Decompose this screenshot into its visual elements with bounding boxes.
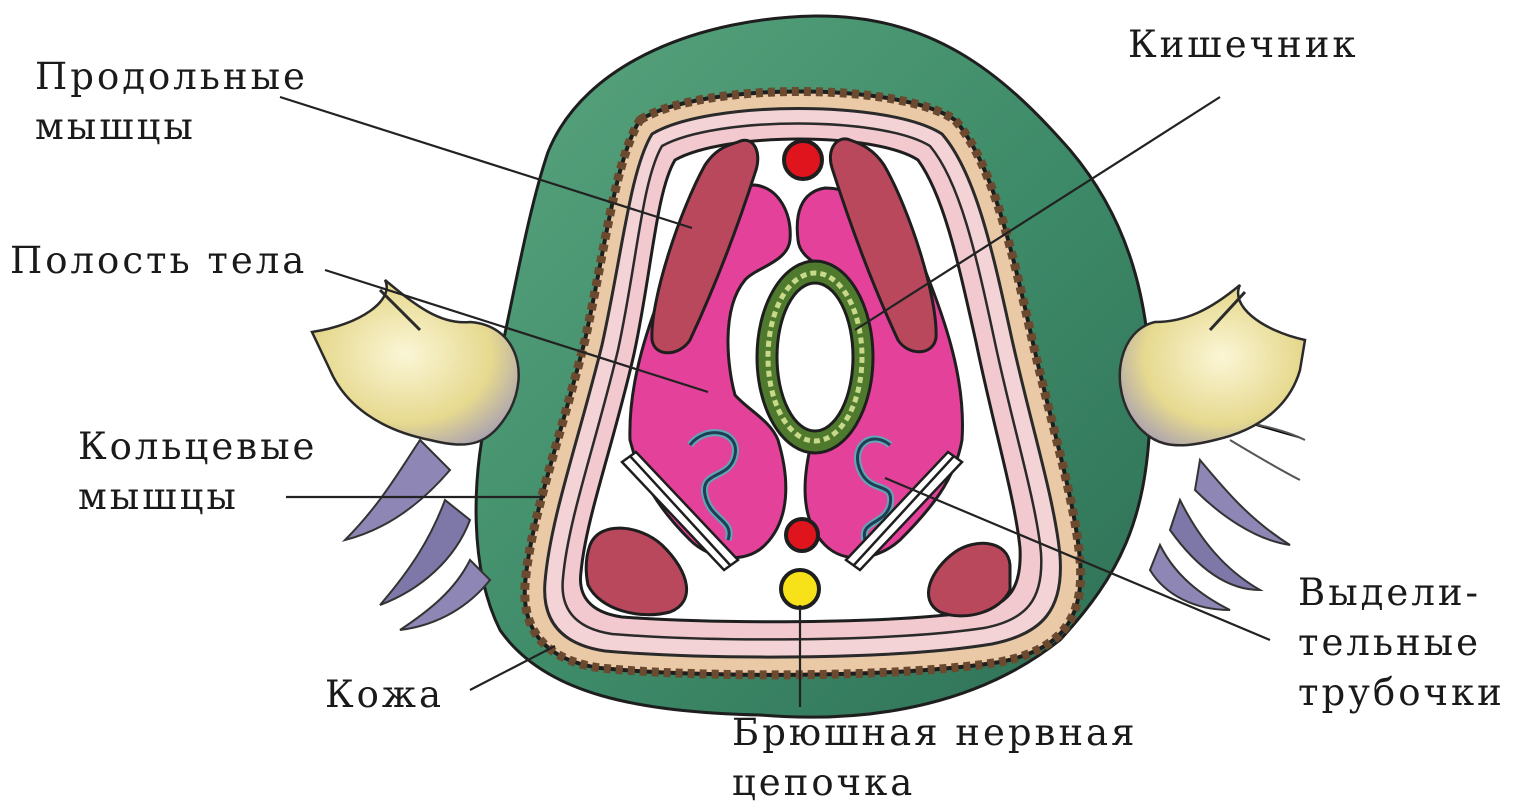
ventral-blood-vessel	[786, 519, 818, 551]
label-longitudinal-muscles: Продольные мышцы	[35, 52, 308, 152]
label-nerve-cord: Брюшная нервная цепочка	[732, 708, 1137, 808]
label-skin: Кожа	[325, 670, 444, 720]
label-intestine: Кишечник	[1128, 20, 1359, 70]
label-circular-muscles: Кольцевые мышцы	[78, 422, 317, 522]
label-excretory-tubules: Выдели- тельные трубочки	[1298, 568, 1505, 718]
intestine	[757, 261, 873, 453]
dorsal-blood-vessel	[784, 141, 822, 179]
ventral-nerve-cord	[781, 570, 819, 608]
label-body-cavity: Полость тела	[10, 236, 307, 286]
